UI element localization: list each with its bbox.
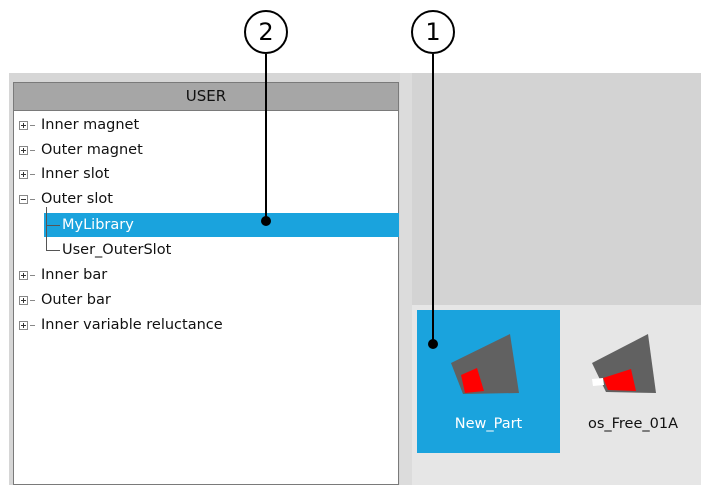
tree-item-label: Inner slot [41, 166, 110, 182]
tree-stub [30, 125, 35, 126]
tree-stub [30, 150, 35, 151]
expand-icon[interactable] [19, 296, 28, 305]
expand-icon[interactable] [19, 170, 28, 179]
expand-icon[interactable] [19, 146, 28, 155]
tree-connector-line [46, 207, 47, 251]
tree-stub [30, 174, 35, 175]
tree-item-label: MyLibrary [62, 217, 134, 233]
tree-item-label: Inner bar [41, 267, 108, 283]
part-tile-os-free-01a[interactable]: os_Free_01A [570, 310, 696, 453]
tree-item-label: Outer bar [41, 292, 111, 308]
preview-area [412, 73, 701, 305]
part-label: os_Free_01A [587, 416, 679, 432]
callout-anchor-dot [428, 339, 438, 349]
tree-stub [30, 325, 35, 326]
tree-header: USER [14, 83, 398, 111]
callout-leader-line [432, 54, 434, 344]
outer-slot-preview-icon [451, 334, 519, 394]
expand-icon[interactable] [19, 121, 28, 130]
part-label: New_Part [454, 416, 523, 432]
collapse-icon[interactable] [19, 195, 28, 204]
tree-stub [30, 275, 35, 276]
panel-splitter[interactable] [400, 73, 412, 485]
callout-2: 2 [244, 10, 288, 54]
tree-item-label: Outer slot [41, 191, 113, 207]
expand-icon[interactable] [19, 321, 28, 330]
part-tile-new-part[interactable]: New_Part [417, 310, 560, 453]
expand-icon[interactable] [19, 271, 28, 280]
tree-stub [30, 300, 35, 301]
tree-stub [30, 199, 35, 200]
tree-item-label: Inner variable reluctance [41, 317, 223, 333]
tree-item-label: User_OuterSlot [62, 242, 172, 258]
tree-connector-line [46, 250, 60, 251]
tree-item-label: Outer magnet [41, 142, 143, 158]
tree-connector-line [46, 225, 60, 226]
library-tree-panel: USER [13, 82, 399, 485]
callout-1: 1 [411, 10, 455, 54]
callout-anchor-dot [261, 216, 271, 226]
callout-leader-line [265, 54, 267, 219]
tree-item-label: Inner magnet [41, 117, 140, 133]
outer-slot-preview-icon [592, 334, 656, 393]
tree-selection-highlight[interactable] [44, 213, 399, 237]
